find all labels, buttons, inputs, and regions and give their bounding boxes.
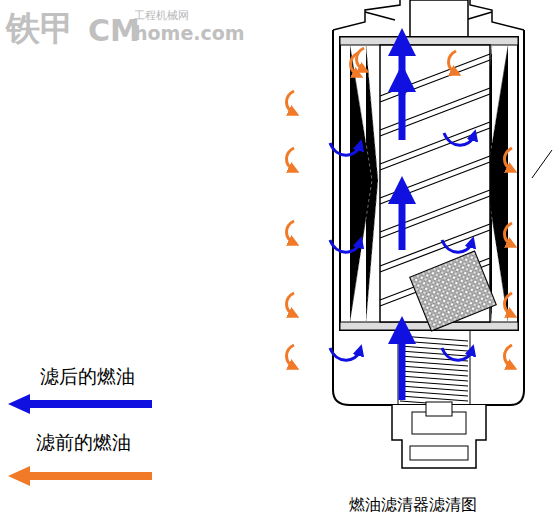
watermark: home.com	[134, 23, 245, 44]
legend-text: 滤后的燃油	[40, 366, 135, 387]
watermark: CM	[88, 14, 140, 47]
watermark: 工程机械网	[134, 10, 189, 22]
legend-arrow	[8, 394, 152, 414]
legend-text: 滤前的燃油	[36, 432, 131, 453]
caption: 燃油滤清器滤清图	[349, 496, 477, 514]
legend-arrow	[8, 466, 152, 486]
watermark: 铁甲	[6, 10, 74, 47]
